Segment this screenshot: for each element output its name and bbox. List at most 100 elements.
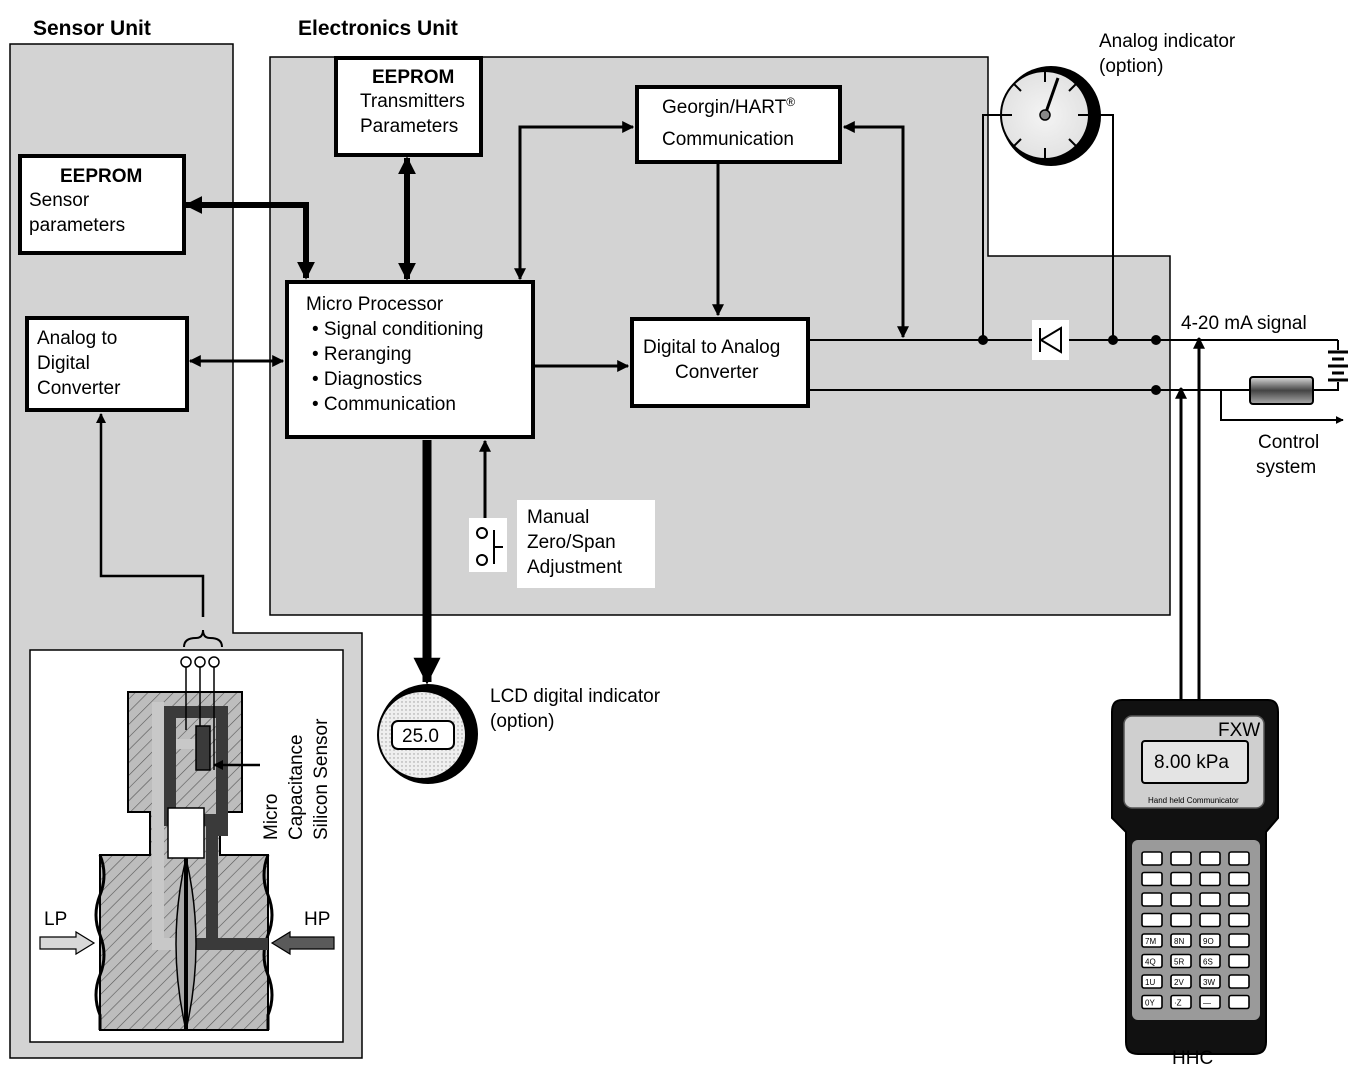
sensor-label-2: Capacitance [286, 734, 307, 840]
hhc-key-label: 0Y [1145, 999, 1155, 1008]
hart-signal-line [842, 121, 909, 339]
hhc-key[interactable] [1228, 871, 1250, 887]
hhc-key[interactable] [1228, 974, 1250, 989]
analog-wire-right [1089, 114, 1114, 340]
hhc-key[interactable] [1141, 892, 1163, 907]
manual-line3: Adjustment [527, 557, 623, 578]
terminal-2 [194, 656, 206, 668]
hhc-key[interactable] [1228, 912, 1250, 928]
microprocessor-item-2: • Reranging [312, 344, 412, 365]
hart-box [635, 85, 842, 164]
lcd-value: 25.0 [402, 726, 439, 747]
hhc-key[interactable] [1170, 994, 1192, 1010]
hhc-key[interactable] [1141, 933, 1163, 948]
control-wire [1220, 390, 1344, 424]
hhc-key-label: 9O [1203, 937, 1214, 946]
sensor-unit-title: Sensor Unit [33, 17, 151, 40]
microprocessor-item-1: • Signal conditioning [312, 319, 483, 340]
dac-line1: Digital to Analog [643, 337, 780, 358]
analog-label-1: Analog indicator [1099, 31, 1236, 52]
hhc-key[interactable] [1199, 994, 1221, 1010]
hhc-key-label: 3W [1203, 978, 1215, 987]
sensor-eeprom-title: EEPROM [60, 166, 142, 187]
terminal-leads [185, 667, 215, 770]
supply-wire-return [1313, 382, 1339, 391]
lp-label: LP [44, 909, 67, 930]
hhc-key[interactable] [1170, 871, 1192, 887]
lcd-label-1: LCD digital indicator [490, 686, 661, 707]
hhc-key[interactable] [1141, 912, 1163, 928]
battery-icon [1328, 350, 1348, 382]
hhc-key[interactable] [1199, 871, 1221, 887]
hhc-key[interactable] [1228, 933, 1250, 948]
hhc-key-label: 7M [1145, 937, 1156, 946]
hhc-key[interactable] [1199, 912, 1221, 928]
manual-line2: Zero/Span [527, 532, 616, 553]
terminal-3 [208, 656, 220, 668]
junction-5 [1151, 385, 1161, 395]
sensor-label-3: Silicon Sensor [311, 718, 332, 840]
hhc-key[interactable] [1141, 871, 1163, 887]
hhc-key[interactable] [1141, 994, 1163, 1010]
hhc-key[interactable] [1170, 953, 1192, 969]
hhc-key[interactable] [1170, 912, 1192, 928]
sensor-chip [195, 725, 211, 771]
hhc-key-label: 1U [1145, 978, 1155, 987]
hart-line2: Communication [662, 129, 794, 150]
hhc-key[interactable] [1199, 892, 1221, 907]
hhc-key[interactable] [1170, 892, 1192, 907]
sensor-brace [183, 629, 223, 648]
electronics-unit-title: Electronics Unit [298, 17, 458, 40]
hhc-key[interactable] [1170, 974, 1192, 989]
hhc-key[interactable] [1199, 933, 1221, 948]
manual-line1: Manual [527, 507, 589, 528]
hhc-key[interactable] [1170, 851, 1192, 866]
control-label-1: Control [1258, 432, 1319, 453]
hhc-key[interactable] [1141, 851, 1163, 866]
switch-contact-top [476, 527, 488, 539]
hhc-label: HHC [1172, 1048, 1213, 1066]
hp-arrow [270, 930, 335, 956]
control-label-2: system [1256, 457, 1316, 478]
diode-icon [1039, 326, 1062, 354]
junction-4 [1151, 335, 1161, 345]
hhc-key[interactable] [1199, 974, 1221, 989]
hhc-key[interactable] [1199, 851, 1221, 866]
transmitter-eeprom-line1: Transmitters [360, 91, 465, 112]
hhc-keypad-area [1132, 840, 1260, 1020]
hp-label: HP [304, 909, 330, 930]
lp-arrow [39, 930, 96, 956]
sensor-flank-right [262, 854, 274, 1030]
hart-line1: Georgin/HART® [662, 95, 795, 118]
hhc-key[interactable] [1170, 933, 1192, 948]
adc-line2: Digital [37, 353, 90, 374]
hhc-key[interactable] [1141, 974, 1163, 989]
hhc-key[interactable] [1228, 994, 1250, 1010]
microprocessor-item-3: • Diagnostics [312, 369, 422, 390]
hhc-key[interactable] [1141, 953, 1163, 969]
manual-label-bg [517, 500, 655, 588]
manual-switch-bg [469, 518, 507, 572]
eeprom-to-mp-line [184, 196, 315, 280]
hhc-key[interactable] [1228, 953, 1250, 969]
transmitter-eeprom-title: EEPROM [372, 67, 454, 88]
hhc-key[interactable] [1228, 892, 1250, 907]
transmitter-eeprom-box [334, 56, 483, 157]
hhc-key-label: 6S [1203, 958, 1213, 967]
adc-line3: Converter [37, 378, 121, 399]
sensor-eeprom-box [18, 154, 186, 255]
lcd-display [391, 720, 455, 750]
junction-3 [1108, 335, 1118, 345]
switch-contact-bottom [476, 554, 488, 566]
analog-needle [1043, 77, 1060, 116]
lcd-label-2: (option) [490, 711, 554, 732]
hhc-key-label: 4Q [1145, 958, 1156, 967]
hhc-display-value: 8.00 kPa [1154, 752, 1229, 773]
junction-2 [978, 335, 988, 345]
hhc-key-label: 5R [1174, 958, 1184, 967]
hhc-key[interactable] [1228, 851, 1250, 866]
hhc-key[interactable] [1199, 953, 1221, 969]
analog-ticks [1001, 71, 1089, 159]
